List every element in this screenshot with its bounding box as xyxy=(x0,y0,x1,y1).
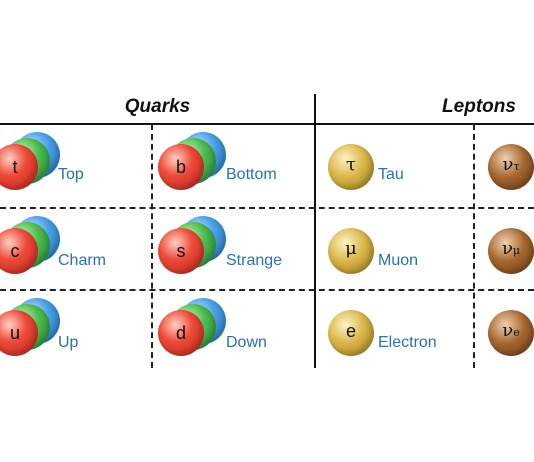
neutrino-subscript: μ xyxy=(512,244,521,257)
neutrino-sphere xyxy=(488,144,534,190)
quark-bottom: b Bottom xyxy=(154,132,314,212)
lepton-symbol: τ xyxy=(346,154,356,175)
quark-up: u Up xyxy=(0,298,148,378)
lepton-symbol: e xyxy=(345,321,356,341)
lepton-electron: e Electron xyxy=(324,306,484,386)
leptons-heading: Leptons xyxy=(442,96,516,117)
lepton-tau: τ Tau xyxy=(324,140,484,220)
lepton-muon: μ Muon xyxy=(324,224,484,304)
quarks-leptons-divider xyxy=(314,94,316,368)
quark-name: Top xyxy=(58,166,84,183)
neutrino-sphere xyxy=(488,228,534,274)
lepton-name: Muon xyxy=(378,252,419,269)
quark-name: Strange xyxy=(226,252,283,269)
leptons-column-divider xyxy=(473,124,475,368)
header-divider xyxy=(0,123,534,125)
quark-name: Bottom xyxy=(226,166,277,183)
neutrino-sphere xyxy=(488,310,534,356)
lepton-name: Electron xyxy=(378,334,437,351)
quark-color-red xyxy=(158,228,204,274)
lepton-symbol: μ xyxy=(345,238,357,259)
quark-symbol: b xyxy=(175,157,186,177)
charged-lepton-sphere xyxy=(328,144,374,190)
neutrino-subscript: τ xyxy=(513,160,520,173)
quark-symbol: t xyxy=(12,157,18,177)
quark-top: t Top xyxy=(0,132,148,212)
charged-lepton-sphere xyxy=(328,228,374,274)
neutrino-symbol: νμ xyxy=(501,238,521,259)
lepton-electron-neutrino: νe xyxy=(484,306,534,386)
quark-color-red xyxy=(0,228,38,274)
quark-color-red xyxy=(0,144,38,190)
row-divider-2 xyxy=(0,289,534,291)
quark-name: Charm xyxy=(58,252,107,269)
quark-down: d Down xyxy=(154,298,314,378)
quark-name: Up xyxy=(58,334,79,351)
quark-symbol: s xyxy=(176,241,186,261)
lepton-tau-neutrino: ντ xyxy=(484,140,534,220)
neutrino-subscript: e xyxy=(513,326,520,339)
quarks-heading: Quarks xyxy=(124,96,191,117)
quarks-column-divider xyxy=(151,124,153,368)
quark-strange: s Strange xyxy=(154,216,314,296)
lepton-muon-neutrino: νμ xyxy=(484,224,534,304)
quark-symbol: d xyxy=(175,323,186,343)
charged-lepton-sphere xyxy=(328,310,374,356)
quark-color-red xyxy=(158,310,204,356)
quark-color-red xyxy=(0,310,38,356)
quark-color-red xyxy=(158,144,204,190)
neutrino-symbol: ντ xyxy=(502,154,520,175)
neutrino-symbol: νe xyxy=(502,320,520,341)
quark-name: Down xyxy=(226,334,267,351)
lepton-name: Tau xyxy=(378,166,404,183)
row-divider-1 xyxy=(0,207,534,209)
quark-charm: c Charm xyxy=(0,216,148,296)
quark-symbol: c xyxy=(10,241,20,261)
quark-symbol: u xyxy=(9,323,20,343)
